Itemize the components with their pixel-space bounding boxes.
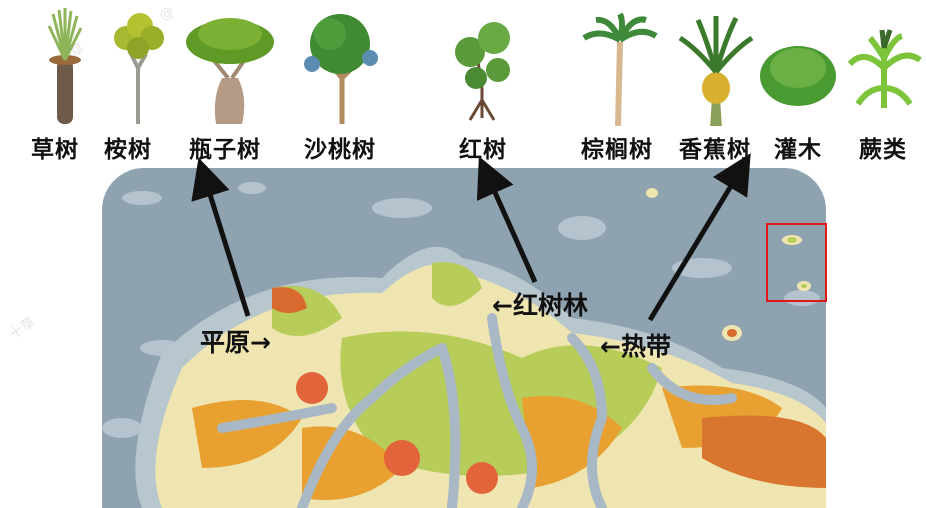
shrub-image — [758, 8, 838, 126]
mangrove-tree-image — [442, 8, 522, 126]
tree-label-sand-peach: 沙桃树 — [304, 137, 376, 163]
grass-tree-image — [25, 8, 105, 126]
palm-tree-image — [580, 8, 660, 127]
eucalyptus-image — [98, 8, 178, 126]
tree-label-eucalyptus: 桉树 — [104, 137, 152, 163]
watermark: 十草 — [6, 314, 39, 344]
tree-label-palm: 棕榈树 — [581, 137, 653, 163]
tree-label-fern: 蕨类 — [859, 137, 907, 163]
tree-label-grass-tree: 草树 — [31, 137, 79, 163]
annotation-tropical: ←热带 — [600, 332, 671, 361]
bottle-tree-image — [182, 8, 278, 126]
highlight-box — [766, 223, 827, 302]
tree-label-mangrove: 红树 — [459, 137, 507, 163]
tree-label-bottle-tree: 瓶子树 — [189, 137, 261, 163]
annotation-plains: 平原→ — [200, 328, 271, 357]
tree-label-banana: 香蕉树 — [679, 137, 751, 163]
tree-label-shrub: 灌木 — [774, 137, 822, 163]
sand-peach-tree-image — [300, 8, 380, 126]
fern-image — [844, 8, 924, 126]
annotation-mangrove-forest: ←红树林 — [492, 291, 588, 320]
banana-tree-image — [676, 8, 756, 128]
